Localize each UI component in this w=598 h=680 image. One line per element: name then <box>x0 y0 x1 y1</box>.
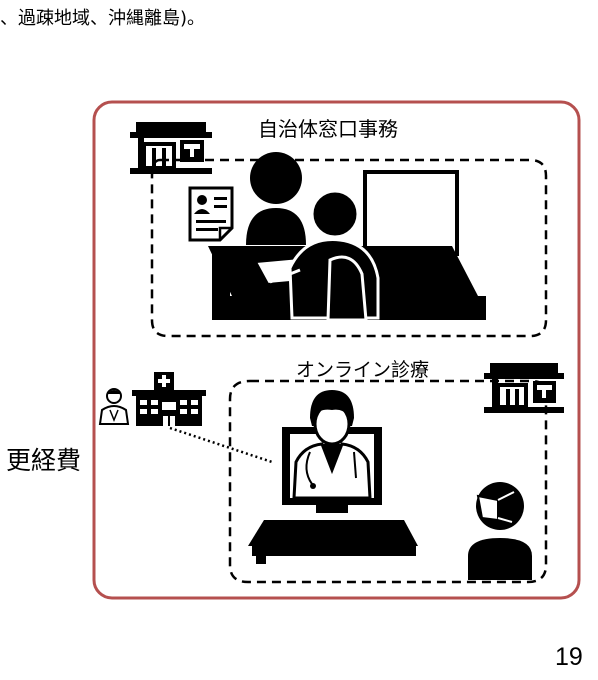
doctor-small-icon <box>98 388 130 425</box>
municipal-office-icon <box>130 122 212 174</box>
video-link-dotted-line <box>169 426 273 464</box>
hospital-icon <box>132 372 206 426</box>
masked-patient-icon <box>468 482 532 580</box>
outer-frame <box>92 100 581 600</box>
admin-window-label: 自治体窓口事務 <box>258 117 398 141</box>
side-label: 更経費 <box>6 446 82 475</box>
doctor-icon <box>292 390 372 500</box>
municipal-office-icon-2 <box>484 363 564 413</box>
online-desk <box>248 520 418 564</box>
staff-person-icon <box>246 152 306 245</box>
application-form-icon <box>188 186 234 242</box>
resident-person-icon <box>269 189 380 322</box>
online-care-label: オンライン診療 <box>296 359 430 381</box>
header-text-fragment: 、過疎地域、沖縄離島)。 <box>0 8 206 29</box>
page-number: 19 <box>555 643 583 671</box>
online-dashed-group <box>228 379 548 584</box>
